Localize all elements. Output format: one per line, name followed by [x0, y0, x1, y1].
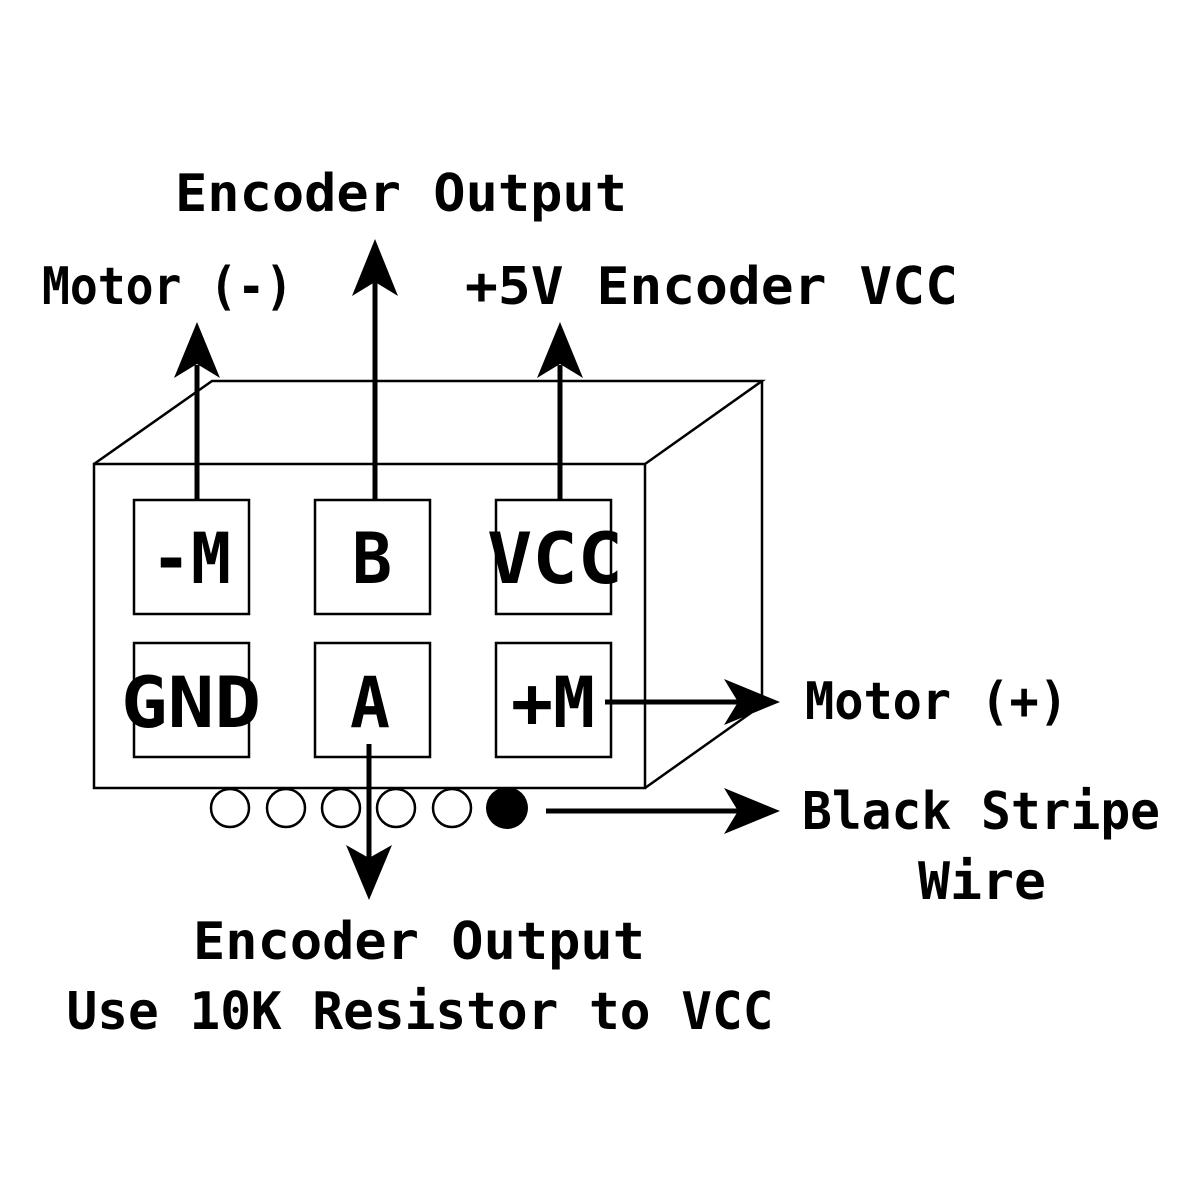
- pad-box: [132, 641, 251, 759]
- wire-row: [209, 787, 528, 829]
- label-motor-negative: Motor (-): [42, 257, 293, 317]
- label-encoder-output-a-line1: Encoder Output: [193, 912, 645, 972]
- arrow-motor-pos: [605, 679, 780, 725]
- wire-circle: [431, 787, 473, 829]
- pad-neg-motor: -M: [132, 498, 251, 616]
- arrow-encoder-a: [346, 744, 392, 900]
- pad-label: B: [352, 518, 392, 600]
- wire-circle: [375, 787, 417, 829]
- label-encoder-output-a-line2: Use 10K Resistor to VCC: [67, 982, 774, 1042]
- wire-circle: [209, 787, 251, 829]
- wire-circle-black-stripe: [486, 787, 528, 829]
- label-encoder-output-b: Encoder Output: [175, 164, 627, 224]
- arrow-up-icon: [352, 239, 398, 296]
- arrow-right-icon: [724, 788, 780, 834]
- label-black-stripe-line2: Wire: [918, 852, 1046, 912]
- pad-label: A: [350, 662, 390, 744]
- arrow-up-icon: [537, 322, 583, 378]
- arrow-black-stripe: [546, 788, 780, 834]
- pad-grid: -M B VCC GND A +M: [121, 498, 623, 759]
- wire-circle: [320, 787, 362, 829]
- pad-b: B: [313, 498, 432, 616]
- label-black-stripe-line1: Black Stripe: [802, 782, 1160, 842]
- arrow-encoder-b: [352, 239, 398, 500]
- arrow-vcc: [537, 322, 583, 500]
- pad-pos-motor: +M: [494, 641, 613, 759]
- pad-gnd: GND: [121, 641, 261, 759]
- arrow-right-icon: [724, 679, 780, 725]
- pad-vcc: VCC: [487, 498, 623, 616]
- pad-box: [313, 641, 432, 759]
- body-back-top-edge: [93, 379, 766, 466]
- pad-label: -M: [151, 518, 231, 600]
- arrow-down-icon: [346, 845, 392, 900]
- pad-box: [494, 498, 613, 616]
- pad-box: [132, 498, 251, 616]
- pad-label: VCC: [487, 518, 623, 600]
- pad-a: A: [313, 641, 432, 759]
- pad-label: GND: [121, 662, 261, 744]
- arrow-motor-neg: [174, 322, 220, 500]
- wire-circle: [265, 787, 307, 829]
- body-bottom-depth-edge: [644, 703, 763, 790]
- arrow-up-icon: [174, 322, 220, 378]
- label-motor-positive: Motor (+): [805, 672, 1068, 732]
- pad-label: +M: [511, 662, 595, 744]
- label-vcc: +5V Encoder VCC: [465, 257, 958, 317]
